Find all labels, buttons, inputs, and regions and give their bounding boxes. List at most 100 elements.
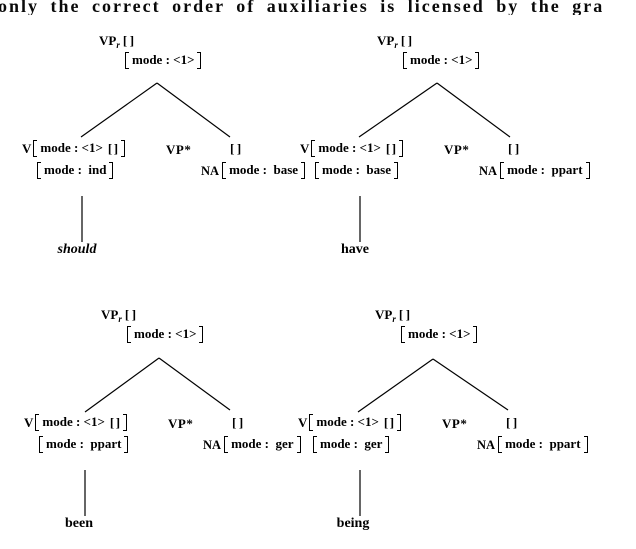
- foot-node-label: VP*: [442, 416, 468, 431]
- right-bracket: [475, 52, 480, 69]
- anchor-word: being: [336, 516, 370, 531]
- feature-text: mode : ger: [320, 436, 383, 451]
- left-bracket: [222, 162, 227, 179]
- root-subscript: r: [118, 314, 122, 324]
- coindexed-empty-features: []: [383, 414, 396, 430]
- v-node-bottom-features: mode : ind: [37, 161, 114, 180]
- left-branch-line: [357, 358, 434, 413]
- anchor-word: been: [65, 516, 93, 531]
- left-bracket: [498, 436, 503, 453]
- null-adjunction-marker: NA: [479, 164, 498, 178]
- right-branch-line: [158, 357, 231, 411]
- coindexed-empty-features: []: [109, 414, 122, 430]
- feature-text: mode : ger: [231, 436, 294, 451]
- body-text-line: only the correct order of auxiliaries is…: [0, 0, 605, 15]
- v-category: V: [22, 141, 32, 156]
- left-bracket: [224, 436, 229, 453]
- foot-na-bottom-features: NA mode : ger: [203, 435, 301, 454]
- right-bracket: [583, 436, 588, 453]
- left-bracket: [403, 52, 407, 69]
- left-bracket: [309, 414, 314, 431]
- right-bracket: [393, 162, 398, 179]
- right-bracket: [396, 414, 401, 431]
- feature-text: mode : ppart: [46, 436, 122, 451]
- foot-na-bottom-features: NA mode : ppart: [479, 161, 590, 180]
- v-category: V: [298, 415, 308, 430]
- root-category: VP: [375, 307, 393, 322]
- left-bracket: [39, 436, 43, 453]
- v-category: V: [24, 415, 34, 430]
- root-bottom-features: mode : <1>: [401, 325, 478, 344]
- right-branch-line: [436, 82, 511, 138]
- empty-features: []: [508, 141, 522, 156]
- right-bracket: [120, 140, 125, 157]
- root-node-label: VPr[]: [101, 307, 139, 327]
- empty-features: []: [230, 141, 244, 156]
- feature-text: mode : ind: [44, 162, 107, 177]
- anchor-word: have: [341, 242, 369, 257]
- root-bottom-features: mode : <1>: [403, 51, 480, 70]
- root-top-features: []: [398, 307, 413, 322]
- tree-branch-lines: [84, 357, 231, 516]
- null-adjunction-marker: NA: [201, 164, 220, 178]
- left-bracket: [127, 326, 131, 343]
- feature-text: mode : <1>: [134, 326, 197, 341]
- right-bracket: [385, 436, 390, 453]
- foot-node-label: VP*: [166, 142, 192, 157]
- right-branch-line: [432, 358, 509, 411]
- root-category: VP: [99, 33, 117, 48]
- root-bottom-features: mode : <1>: [127, 325, 204, 344]
- root-subscript: r: [394, 40, 398, 50]
- right-bracket: [398, 140, 403, 157]
- feature-text: mode : <1>: [318, 140, 381, 155]
- feature-text: mode : <1>: [42, 414, 105, 429]
- root-category: VP: [101, 307, 119, 322]
- tree-branch-lines: [80, 82, 231, 242]
- feature-text: mode : ppart: [507, 162, 583, 177]
- empty-features: []: [232, 415, 246, 430]
- left-bracket: [401, 326, 405, 343]
- right-bracket: [301, 162, 306, 179]
- foot-node-label: VP*: [444, 142, 470, 157]
- root-node-label: VPr[]: [375, 307, 413, 327]
- null-adjunction-marker: NA: [203, 438, 222, 452]
- foot-top-features: []: [229, 415, 246, 431]
- left-bracket: [35, 414, 40, 431]
- feature-text: mode : <1>: [410, 52, 473, 67]
- v-node-bottom-features: mode : ger: [313, 435, 390, 454]
- right-bracket: [199, 326, 204, 343]
- right-bracket: [585, 162, 590, 179]
- feature-text: mode : <1>: [316, 414, 379, 429]
- root-category: VP: [377, 33, 395, 48]
- left-bracket: [500, 162, 505, 179]
- left-branch-line: [358, 82, 438, 138]
- foot-top-features: []: [505, 141, 522, 157]
- feature-text: mode : ppart: [505, 436, 581, 451]
- right-branch-line: [156, 82, 231, 138]
- left-bracket: [125, 52, 129, 69]
- v-node-bottom-features: mode : ppart: [39, 435, 129, 454]
- root-subscript: r: [116, 40, 120, 50]
- feature-text: mode : <1>: [132, 52, 195, 67]
- anchor-word: should: [57, 242, 97, 257]
- right-bracket: [124, 436, 129, 453]
- v-node-bottom-features: mode : base: [315, 161, 398, 180]
- foot-node-label: VP*: [168, 416, 194, 431]
- empty-features: []: [506, 415, 520, 430]
- right-bracket: [296, 436, 301, 453]
- root-node-label: VPr[]: [377, 33, 415, 53]
- left-bracket: [37, 162, 41, 179]
- feature-text: mode : <1>: [408, 326, 471, 341]
- root-top-features: []: [400, 33, 415, 48]
- left-bracket: [315, 162, 319, 179]
- tree-branch-lines: [358, 82, 511, 242]
- root-bottom-features: mode : <1>: [125, 51, 202, 70]
- left-branch-line: [84, 357, 160, 413]
